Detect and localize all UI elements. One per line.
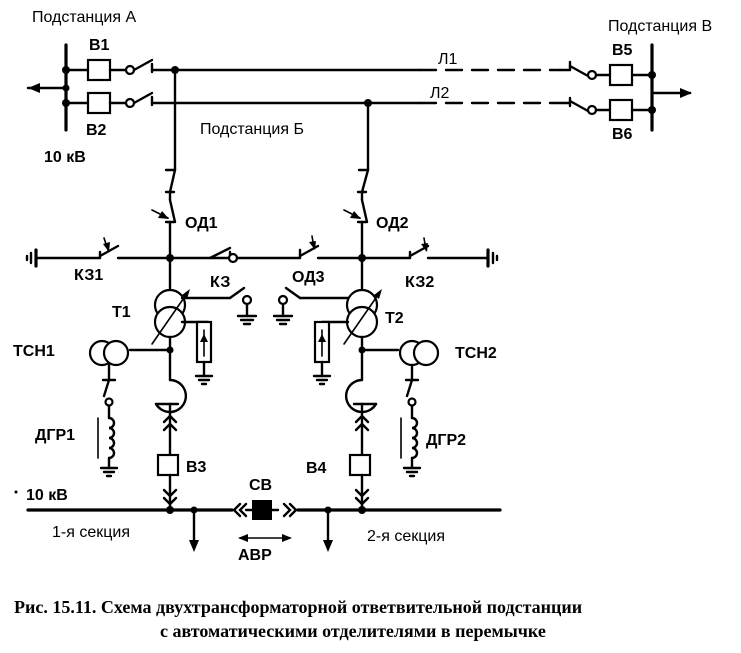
label-avr: АВР [238, 547, 272, 564]
substation-v-busbar [648, 43, 692, 132]
breaker-b5 [608, 63, 634, 87]
label-tsn1: ТСН1 [13, 343, 55, 360]
label-voltage-bottom: 10 кВ [26, 487, 68, 504]
transformer-t2 [272, 256, 382, 510]
label-dgr2: ДГР2 [426, 432, 467, 449]
label-kz: КЗ [210, 274, 231, 291]
transformer-t1 [151, 256, 258, 510]
label-b1: В1 [89, 37, 110, 54]
tap-left [151, 68, 177, 262]
line-l1 [64, 58, 654, 87]
label-l1: Л1 [438, 51, 458, 68]
breaker-b6 [608, 98, 634, 122]
breaker-b2 [86, 91, 112, 115]
sectional-breaker-sv [252, 500, 272, 520]
label-l2: Л2 [430, 85, 450, 102]
tsn1-dgr1 [88, 339, 172, 478]
label-b4: В4 [306, 460, 327, 477]
breaker-b3 [156, 453, 180, 477]
label-kz2: КЗ2 [405, 274, 435, 291]
jumper-and-grounding [25, 235, 499, 268]
label-tsn2: ТСН2 [455, 345, 497, 362]
tap-right [343, 101, 370, 262]
label-voltage-top: 10 кВ [44, 149, 86, 166]
figure-caption-line-2: с автоматическими отделителями в перемыч… [160, 621, 546, 641]
label-section-1: 1-я секция [52, 524, 130, 541]
label-b6: В6 [612, 126, 633, 143]
breaker-b1 [86, 58, 112, 82]
label-od2: ОД2 [376, 215, 409, 232]
label-dgr1: ДГР1 [35, 427, 76, 444]
label-substation-v: Подстанция В [608, 18, 713, 35]
label-b2: В2 [86, 122, 107, 139]
breaker-b4 [348, 453, 372, 477]
label-t2: Т2 [385, 310, 404, 327]
label-b3: В3 [186, 459, 207, 476]
label-b5: В5 [612, 42, 633, 59]
label-substation-b: Подстанция Б [200, 121, 304, 138]
label-kz1: КЗ1 [74, 267, 104, 284]
tsn2-dgr2 [360, 339, 440, 478]
label-od1: ОД1 [185, 215, 218, 232]
line-l2 [64, 91, 654, 122]
figure-caption-line-1: Рис. 15.11. Схема двухтрансформаторной о… [14, 597, 583, 617]
bottom-busbar [14, 490, 502, 552]
substation-a-busbar [26, 43, 70, 132]
label-sv: СВ [249, 477, 273, 494]
label-od3: ОД3 [292, 269, 325, 286]
label-section-2: 2-я секция [367, 528, 445, 545]
label-substation-a: Подстанция А [32, 9, 137, 26]
label-t1: Т1 [112, 304, 131, 321]
